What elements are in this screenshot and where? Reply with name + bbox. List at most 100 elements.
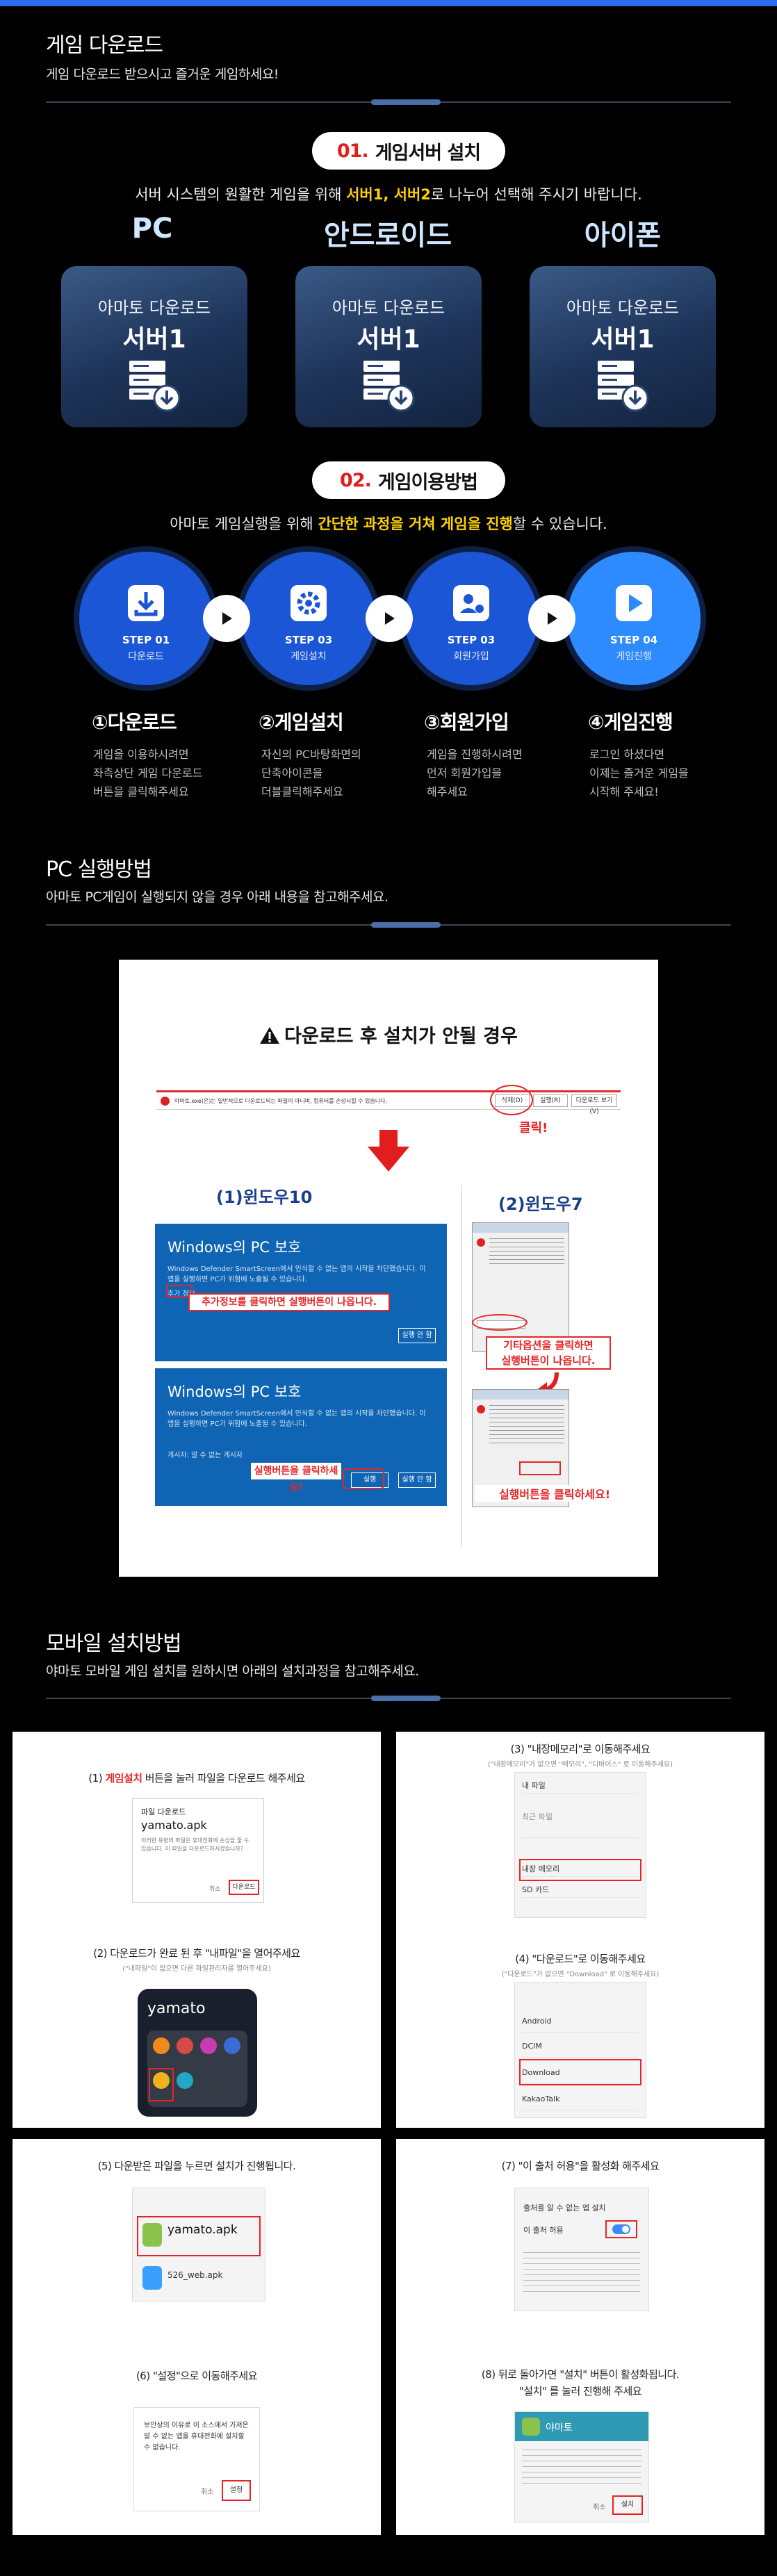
step-caption-7: (7) "이 출처 허용"을 활성화 해주세요 [501, 2160, 660, 2172]
win7-label: (2)윈도우7 [498, 1195, 583, 1214]
win10-label: (1)윈도우10 [216, 1188, 313, 1207]
section-subtitle-mobile-guide: 야마토 모바일 게임 설치를 원하시면 아래의 설치과정을 참고해주세요. [46, 1664, 419, 1679]
server-download-icon [363, 361, 415, 412]
step-title-signup: ③회원가입 [424, 711, 509, 734]
step-subcaption-4: ("다운로드"가 없으면 "Download" 로 이동해주세요) [501, 1971, 660, 1978]
step-subcaption-2: ("내파일"이 없으면 다른 파일관리자를 열어주세요) [122, 1965, 271, 1973]
run-button[interactable]: 실행 [351, 1472, 388, 1488]
how-to-play-pill: 02. 게임이용방법 [312, 461, 505, 499]
step-circle-signup: STEP 03 회원가입 [404, 552, 538, 685]
step-caption-2: (2) 다운로드가 완료 된 후 "내파일"을 열어주세요 [93, 1947, 300, 1960]
note-click-run-win7: 실행버튼을 클릭하세요! [475, 1485, 635, 1502]
server-download-icon [129, 361, 181, 412]
dont-run-button[interactable]: 실행 안 함 [398, 1328, 436, 1343]
apk-file-highlight [137, 2216, 261, 2256]
run-button[interactable]: 실행(R) [533, 1094, 568, 1107]
phone-home-screen: yamato [138, 1989, 257, 2117]
step-circle-install: STEP 03 게임설치 [242, 552, 375, 685]
win10-dialog-1: Windows의 PC 보호 Windows Defender SmartScr… [155, 1224, 447, 1361]
step-subcaption-3: ("내장메모리"가 없으면 "메모리", "디바이스" 로 이동해주세요) [487, 1761, 673, 1769]
install-server-desc: 서버 시스템의 원활한 게임을 위해 서버1, 서버2로 나누어 선택해 주시기… [135, 186, 642, 203]
allow-source-toggle[interactable] [612, 2224, 630, 2234]
more-info-link[interactable]: 추가 정보 [167, 1290, 195, 1298]
install-button[interactable]: 설치 [612, 2495, 643, 2515]
platform-label-android: 안드로이드 [324, 220, 452, 252]
step-arrow-icon [203, 595, 250, 642]
download-warning-bar: 야마토.exe(은)는 일반적으로 다운로드되는 파일이 아니며, 컴퓨터를 손… [156, 1090, 621, 1115]
step-caption-3: (3) "내장메모리"로 이동해주세요 [510, 1743, 651, 1755]
step-arrow-icon [528, 595, 575, 642]
step-title-download: ①다운로드 [92, 711, 177, 734]
step-arrow-icon [366, 595, 413, 642]
warning-icon [259, 1026, 280, 1044]
pc-guide-panel: 다운로드 후 설치가 안될 경우 야마토.exe(은)는 일반적으로 다운로드되… [119, 960, 658, 1577]
section-subtitle-game-download: 게임 다운로드 받으시고 즐거운 게임하세요! [46, 67, 279, 82]
mobile-panel-2: (3) "내장메모리"로 이동해주세요 ("내장메모리"가 없으면 "메모리",… [396, 1732, 764, 2128]
platform-label-pc: PC [131, 213, 173, 245]
gear-icon [291, 585, 327, 621]
download-card-pc[interactable]: 아마토 다운로드 서버1 [61, 266, 247, 427]
section-title-pc-guide: PC 실행방법 [46, 858, 152, 882]
divider [46, 99, 731, 105]
note-more-info: 추가정보를 클릭하면 실행버튼이 나옵니다. [188, 1293, 390, 1311]
phone-download-folder: yamato.apk 526_web.apk [132, 2188, 265, 2302]
panel-title: 다운로드 후 설치가 안될 경우 [119, 1021, 658, 1048]
win7-dialog-1 [472, 1222, 569, 1352]
step-caption-6: (6) "설정"으로 이동해주세요 [136, 2370, 258, 2382]
pill-number: 02. [340, 469, 372, 491]
mobile-panel-3: (5) 다운받은 파일을 누르면 설치가 진행됩니다. yamato.apk 5… [13, 2139, 381, 2535]
download-icon [128, 585, 164, 621]
download-card-iphone[interactable]: 아마토 다운로드 서버1 [530, 266, 716, 427]
my-files-highlight [149, 2068, 174, 2101]
section-subtitle-pc-guide: 아마토 PC게임이 실행되지 않을 경우 아래 내용을 참고해주세요. [46, 889, 388, 905]
install-server-pill: 01. 게임서버 설치 [312, 132, 505, 170]
step-circle-download: STEP 01 다운로드 [79, 552, 213, 685]
user-icon [453, 585, 489, 621]
toggle-highlight [605, 2220, 637, 2238]
security-dialog: 보안상의 이유로 이 소스에서 가져온 알 수 없는 앱을 휴대전화에 설치할 … [133, 2407, 260, 2511]
pill-label: 게임이용방법 [377, 471, 478, 493]
phone-folders: Android DCIM Download KakaoTalk [514, 1982, 646, 2118]
section-title-mobile-guide: 모바일 설치방법 [46, 1632, 182, 1656]
download-dialog: 파일 다운로드 yamato.apk 이러한 유형의 파일은 휴대전화에 손상을… [132, 1798, 264, 1903]
arrow-down-icon [368, 1130, 409, 1172]
win7-dialog-2 [472, 1389, 569, 1507]
pill-number: 01. [336, 140, 369, 162]
step-caption-5: (5) 다운받은 파일을 누르면 설치가 진행됩니다. [97, 2160, 296, 2172]
internal-memory-highlight [519, 1859, 641, 1881]
step-circle-play: STEP 04 게임진행 [567, 552, 701, 685]
mobile-panel-1: (1) 게임설치 버튼을 눌러 파일을 다운로드 해주세요 파일 다운로드 ya… [13, 1732, 381, 2128]
click-label: 클릭! [519, 1121, 548, 1135]
step-title-install: ②게임설치 [259, 711, 344, 734]
step-caption-1: (1) 게임설치 버튼을 눌러 파일을 다운로드 해주세요 [88, 1772, 305, 1785]
settings-button[interactable]: 설정 [222, 2480, 251, 2501]
click-highlight-circle [490, 1085, 533, 1115]
how-to-play-desc: 아마토 게임실행을 위해 간단한 과정을 거쳐 게임을 진행할 수 있습니다. [170, 516, 607, 532]
step-caption-4: (4) "다운로드"로 이동해주세요 [515, 1953, 646, 1965]
download-button[interactable]: 다운로드 [229, 1880, 259, 1895]
download-card-android[interactable]: 아마토 다운로드 서버1 [295, 266, 482, 427]
mobile-panel-4: (7) "이 출처 허용"을 활성화 해주세요 출처를 알 수 없는 앱 설치 … [396, 2139, 764, 2535]
server-download-icon [598, 361, 649, 412]
phone-my-files: 내 파일 최근 파일 내장 메모리 SD 카드 [514, 1772, 646, 1918]
view-downloads-button[interactable]: 다운로드 보기(V) [571, 1094, 617, 1115]
win10-dialog-2: Windows의 PC 보호 Windows Defender SmartScr… [155, 1368, 447, 1506]
step-caption-8b: "설치" 를 눌러 진행해 주세요 [518, 2385, 642, 2397]
divider [46, 922, 731, 928]
download-folder-highlight [519, 2059, 641, 2085]
pill-label: 게임서버 설치 [375, 142, 481, 164]
divider [46, 1696, 731, 1701]
play-icon [616, 585, 652, 621]
section-title-game-download: 게임 다운로드 [46, 33, 163, 58]
step-title-play: ④게임진행 [588, 711, 673, 734]
top-accent-bar [0, 0, 777, 6]
phone-unknown-sources: 출처를 알 수 없는 앱 설치 이 출처 허용 [514, 2188, 649, 2311]
step-caption-8: (8) 뒤로 돌아가면 "설치" 버튼이 활성화됩니다. [481, 2368, 680, 2381]
phone-install-screen: 야마토 취소 설치 [514, 2411, 649, 2522]
dont-run-button[interactable]: 실행 안 함 [398, 1472, 436, 1488]
